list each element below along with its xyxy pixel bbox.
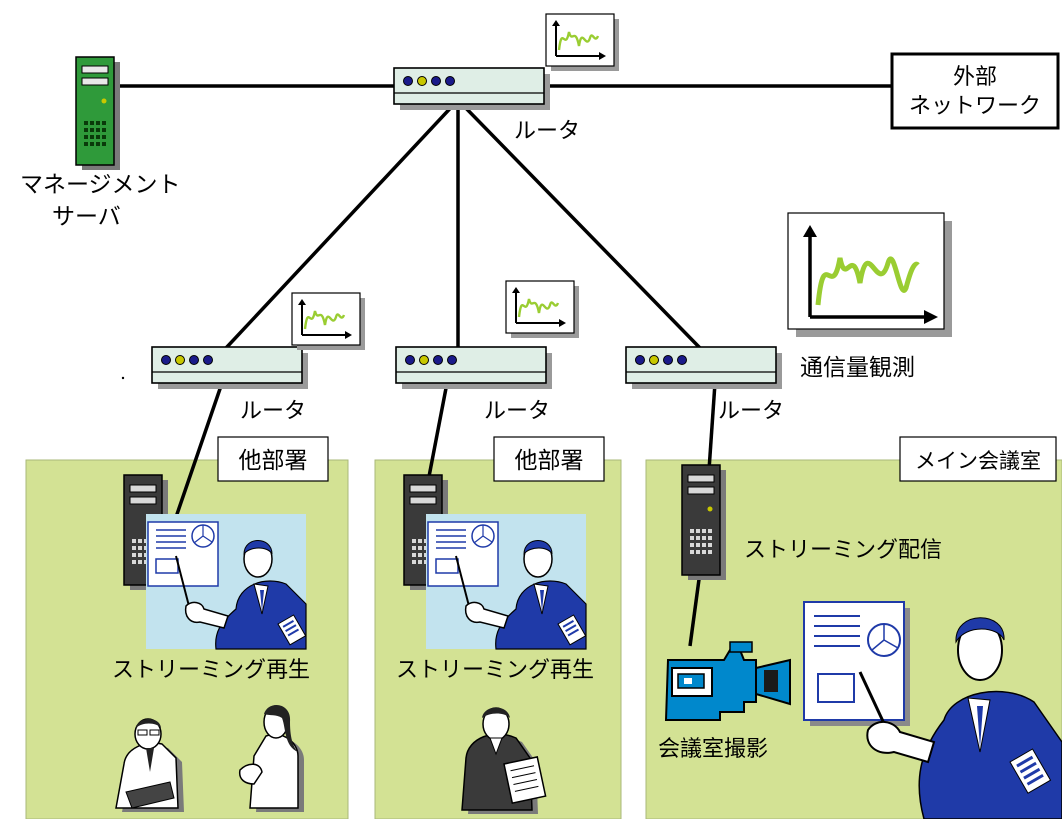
router-left-label: ルータ <box>240 399 306 424</box>
management-server-icon <box>75 56 120 170</box>
external-network-label-1: 外部 <box>953 65 997 90</box>
presenter-screen-center-icon <box>425 513 587 650</box>
traffic-graph-icon-left <box>290 291 367 352</box>
external-network-box <box>890 52 1060 130</box>
router-center-icon <box>395 346 553 390</box>
router-right-label: ルータ <box>718 399 784 424</box>
traffic-graph-icon-top <box>544 12 621 73</box>
traffic-observation-label: 通信量観測 <box>800 355 915 381</box>
router-right-icon <box>625 346 783 390</box>
router-main-icon <box>393 67 551 111</box>
presenter-screen-left-icon <box>145 513 307 650</box>
dept-center-name: 他部署 <box>515 448 584 474</box>
external-network-label-2: ネットワーク <box>909 94 1041 119</box>
dept-left-name: 他部署 <box>239 448 308 474</box>
dept-left-caption: ストリーミング再生 <box>112 658 310 683</box>
dept-left-tag <box>217 436 329 482</box>
main-room-tag <box>899 436 1057 482</box>
person-writing-icon <box>115 718 184 812</box>
presenter-main-icon <box>803 601 1062 819</box>
dept-center-caption: ストリーミング再生 <box>396 658 594 683</box>
router-main-label: ルータ <box>514 119 580 144</box>
management-server-label-2: サーバ <box>52 204 121 230</box>
dept-center-tag <box>493 436 605 482</box>
router-center-label: ルータ <box>484 399 550 424</box>
stray-dot <box>121 376 125 380</box>
traffic-graph-icon-center <box>504 279 581 340</box>
streaming-distribution-label: ストリーミング配信 <box>744 538 942 563</box>
traffic-graph-large-icon <box>787 212 952 337</box>
management-server-label-1: マネージメント <box>20 172 181 198</box>
main-room-name: メイン会議室 <box>915 449 1041 473</box>
person-talking-icon <box>238 704 304 812</box>
camera-caption: 会議室撮影 <box>658 737 768 762</box>
camera-icon <box>664 641 791 721</box>
person-reading-icon <box>461 707 547 814</box>
server-main-icon <box>681 464 727 581</box>
router-left-icon <box>151 346 309 390</box>
